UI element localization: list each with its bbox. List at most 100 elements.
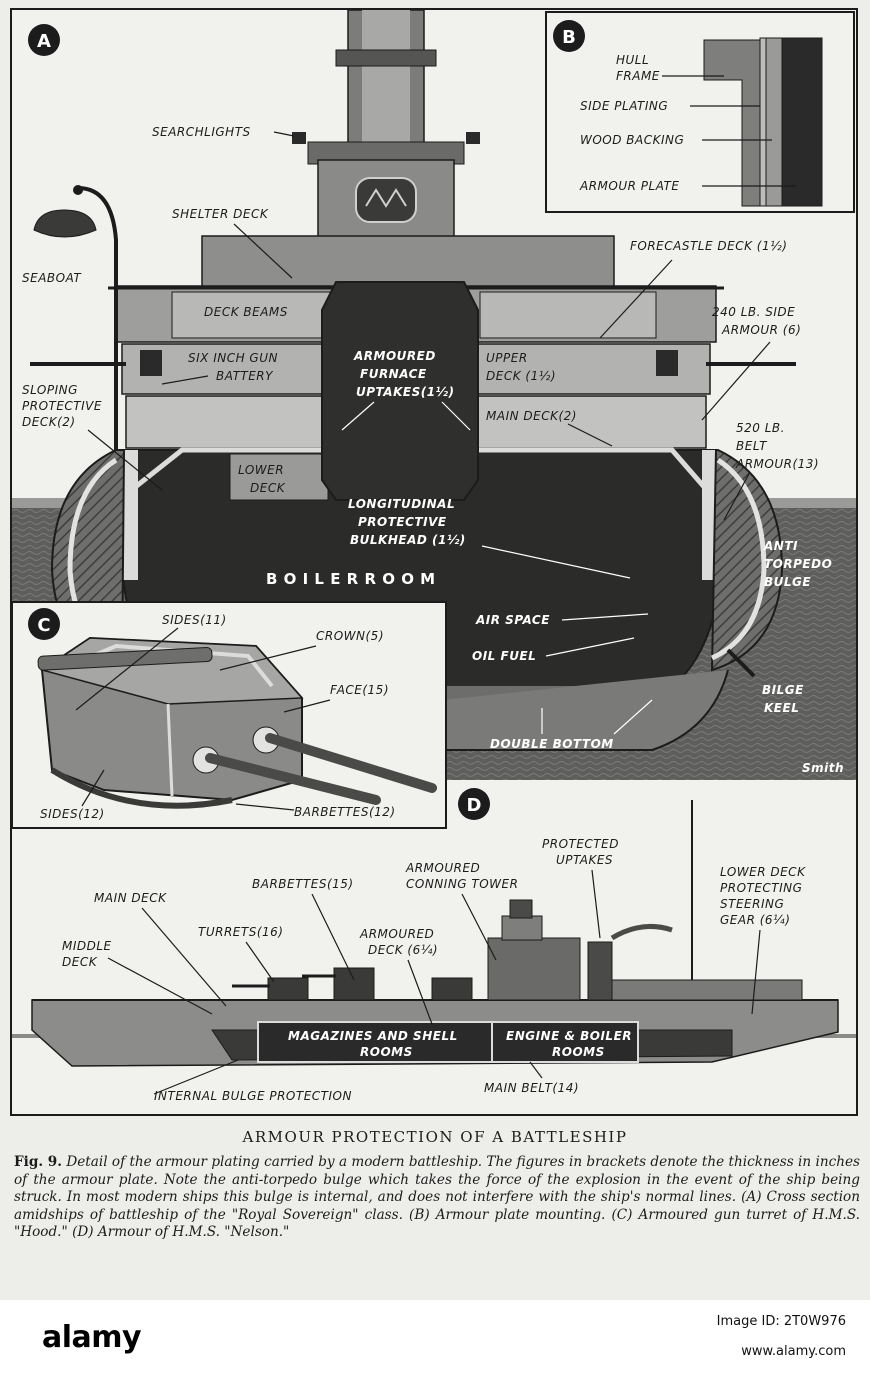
label-bulkhead-3: BULKHEAD (1½) [350, 533, 466, 547]
label-bulge-1: ANTI [763, 539, 798, 553]
deck-beams-compartment [171, 291, 337, 339]
label-uptakes-3: UPTAKES(1½) [356, 385, 454, 399]
label-upper-deck-2: DECK (1½) [486, 369, 556, 383]
label-forecastle: FORECASTLE DECK (1½) [630, 239, 787, 253]
label-double-bottom: DOUBLE BOTTOM [490, 737, 614, 751]
panel-c-gun-turret: C SIDES(11) CROWN(5) FACE(15) SIDES(12) … [11, 601, 447, 829]
page: Smith A SEARCHLIGHTS SHELTER DECK SEABOA… [0, 0, 870, 1300]
stock-watermark-bar: alamy Image ID: 2T0W976 www.alamy.com [0, 1300, 870, 1390]
lead-searchlights [273, 131, 295, 137]
label-bulkhead-2: PROTECTIVE [358, 515, 447, 529]
label-conning-1: ARMOURED [405, 861, 480, 875]
lead-main-belt [529, 1061, 543, 1079]
lead-middle-deck [107, 957, 213, 1015]
davit-head [73, 185, 83, 195]
label-searchlights: SEARCHLIGHTS [152, 125, 251, 139]
figure-number: Fig. 9. [14, 1154, 62, 1170]
lead-crown [219, 645, 317, 671]
lead-turrets [245, 941, 275, 983]
figure-caption-text: Detail of the armour plating carried by … [14, 1154, 860, 1240]
side-plating-shape [759, 37, 767, 207]
turret-face-edge [166, 703, 174, 797]
bulge-right [710, 449, 784, 672]
label-bulge-3: BULGE [764, 575, 811, 589]
label-sloping-1: SLOPING [22, 383, 78, 397]
funnel-band [335, 49, 437, 67]
label-oil-fuel: OIL FUEL [472, 649, 536, 663]
label-crown: CROWN(5) [316, 629, 384, 643]
stock-image-id: Image ID: 2T0W976 [716, 1314, 846, 1329]
panel-c-letter: C [37, 615, 50, 636]
label-steering-1: LOWER DECK [720, 865, 806, 879]
label-steering-3: STEERING [720, 897, 784, 911]
label-steering-4: GEAR (6¼) [720, 913, 790, 927]
lead-six-inch [161, 375, 209, 385]
panel-b-badge [553, 20, 585, 52]
label-bulkhead-1: LONGITUDINAL [348, 497, 455, 511]
label-belt-1: 520 LB. [736, 421, 785, 435]
lead-steering [751, 929, 761, 1015]
diagram-frame: Smith A SEARCHLIGHTS SHELTER DECK SEABOA… [10, 8, 858, 1116]
armoured-citadel [257, 1021, 639, 1063]
panel-a-letter: A [37, 31, 51, 52]
lead-conning-tower [461, 893, 497, 961]
label-barbettes-12: BARBETTES(12) [294, 805, 396, 819]
label-air-space: AIR SPACE [475, 613, 550, 627]
label-belt-3: ARMOUR(13) [735, 457, 819, 471]
gun-mount-right [656, 350, 678, 376]
label-bilge-2: KEEL [764, 701, 799, 715]
label-barbettes-15: BARBETTES(15) [252, 877, 354, 891]
label-boiler-room: B O I L E R R O O M [266, 570, 436, 588]
label-upper-deck-1: UPPER [486, 351, 528, 365]
label-bilge-1: BILGE [762, 683, 804, 697]
label-uptakes-1: ARMOURED [353, 349, 436, 363]
label-middle-1: MIDDLE [62, 939, 112, 953]
conning-tower-top [501, 915, 543, 941]
lead-sides-12 [81, 769, 105, 807]
label-side-armour-1: 240 LB. SIDE [712, 305, 795, 319]
director [509, 899, 533, 919]
side-bulkhead-left [122, 450, 138, 580]
lead-forecastle [599, 259, 673, 339]
label-protected-1: PROTECTED [542, 837, 619, 851]
bilge-keel [726, 648, 756, 678]
turret-barbette [50, 767, 233, 809]
wood-backing-shape [765, 37, 783, 207]
label-hull-1: HULL [616, 53, 649, 67]
lead-air-space [561, 613, 649, 621]
lead-belt [723, 471, 751, 521]
artist-signature: Smith [802, 761, 844, 775]
label-internal-bulge: INTERNAL BULGE PROTECTION [154, 1089, 352, 1103]
label-bulge-2: TORPEDO [764, 557, 832, 571]
after-superstructure [611, 979, 803, 1001]
panel-d-letter: D [467, 795, 482, 816]
label-magazines-1: MAGAZINES AND SHELL [288, 1029, 458, 1043]
lead-uptakes [341, 401, 471, 431]
label-main-belt: MAIN BELT(14) [484, 1081, 579, 1095]
lead-armoured-deck [407, 959, 433, 1025]
label-conning-2: CONNING TOWER [406, 877, 518, 891]
lead-barbettes-15 [311, 893, 355, 981]
turret-a [267, 977, 309, 1001]
label-armoured-deck-2: DECK (6¼) [368, 943, 438, 957]
figure-caption: Fig. 9. Detail of the armour plating car… [14, 1154, 860, 1242]
searchlight-left [292, 132, 306, 144]
label-main-deck: MAIN DECK(2) [486, 409, 577, 423]
lower-deck-compartment [229, 453, 329, 501]
label-wood-backing: WOOD BACKING [580, 133, 684, 147]
davit [77, 186, 118, 450]
lead-sides-11 [75, 627, 179, 711]
lead-face [283, 699, 331, 713]
lead-double-bottom [541, 699, 653, 735]
searchlight-right [466, 132, 480, 144]
lead-main-deck-d [141, 907, 227, 1007]
panel-d-side-elevation: D [12, 788, 856, 1103]
panel-b-plate-mounting: B HULL FRAME SIDE PLATING WOOD BACKING A… [545, 11, 855, 213]
crest-detail [365, 188, 407, 208]
shelter-deck-block [201, 235, 615, 289]
armour-plate-shape [781, 37, 823, 207]
seaboat-shape [33, 209, 97, 238]
funnel-d [587, 941, 613, 1001]
superstructure-tower [487, 937, 581, 1001]
six-inch-gun-left [30, 362, 126, 366]
